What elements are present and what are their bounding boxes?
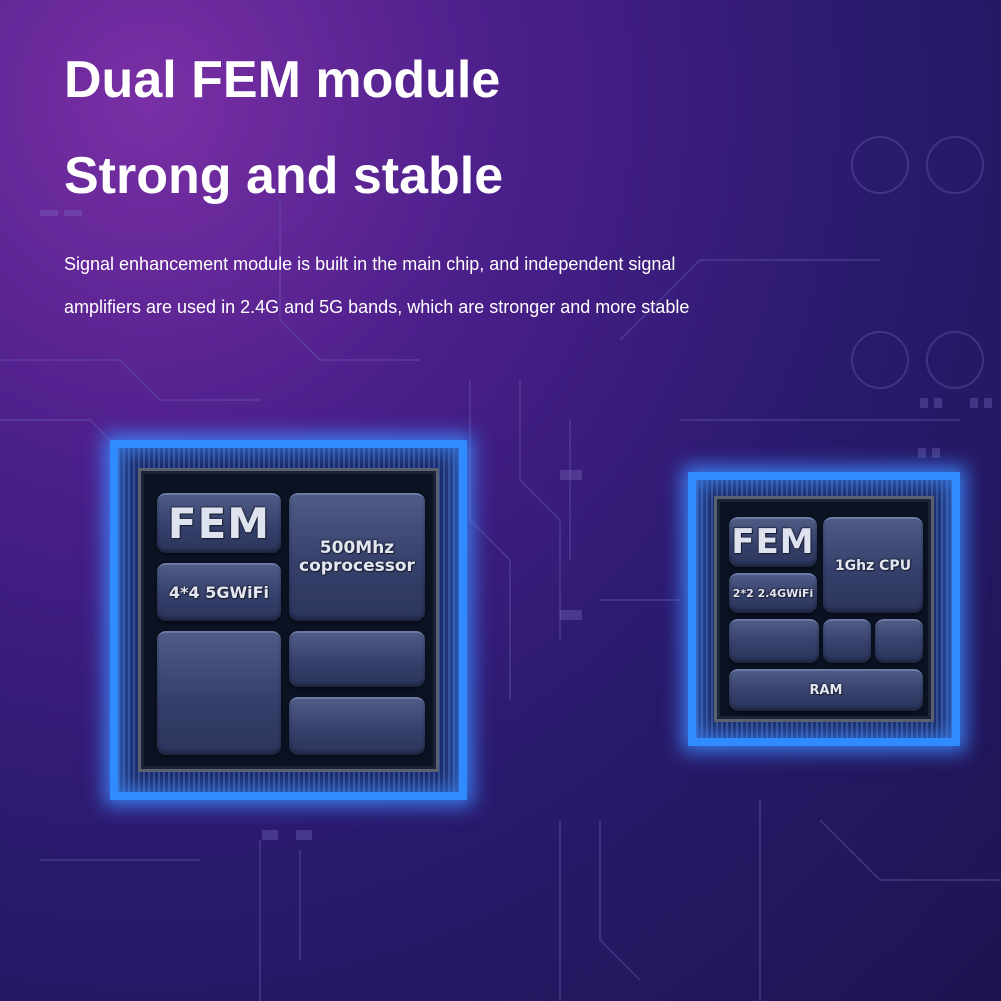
memory-block-5g	[157, 631, 281, 755]
fem-label-24g: FEM	[731, 522, 815, 563]
sub-block-24g-1	[729, 619, 819, 663]
wifi-24g-label: 2*2 2.4GWiFi	[732, 587, 814, 601]
ram-block: RAM	[729, 669, 923, 711]
fem-label-5g: FEM	[167, 498, 271, 548]
description-line-1: Signal enhancement module is built in th…	[64, 254, 676, 274]
coprocessor-block: 500Mhz coprocessor	[289, 493, 425, 621]
chip-5g-glow-frame: FEM 4*4 5GWiFi 500Mhz coprocessor	[110, 440, 467, 800]
sub-block-24g-2	[823, 619, 871, 663]
wifi-5g-label: 4*4 5GWiFi	[168, 582, 269, 602]
ram-label: RAM	[809, 683, 843, 699]
wifi-24g-block: 2*2 2.4GWiFi	[729, 573, 817, 613]
chip-5g: FEM 4*4 5GWiFi 500Mhz coprocessor	[138, 468, 439, 772]
coprocessor-label: 500Mhz coprocessor	[299, 538, 415, 576]
sub-block-5g-1	[289, 631, 425, 687]
fem-block-24g: FEM	[729, 517, 817, 567]
cpu-block: 1Ghz CPU	[823, 517, 923, 613]
chip-24g-glow-frame: FEM 2*2 2.4GWiFi 1Ghz CPU RAM	[688, 472, 960, 746]
cpu-label: 1Ghz CPU	[834, 557, 912, 574]
headline-line-1: Dual FEM module	[64, 51, 501, 109]
wifi-5g-block: 4*4 5GWiFi	[157, 563, 281, 621]
chip-24g: FEM 2*2 2.4GWiFi 1Ghz CPU RAM	[714, 496, 934, 722]
description-line-2: amplifiers are used in 2.4G and 5G bands…	[64, 297, 690, 317]
sub-block-24g-3	[875, 619, 923, 663]
headline-line-2: Strong and stable	[64, 147, 504, 205]
sub-block-5g-2	[289, 697, 425, 755]
fem-block-5g: FEM	[157, 493, 281, 553]
